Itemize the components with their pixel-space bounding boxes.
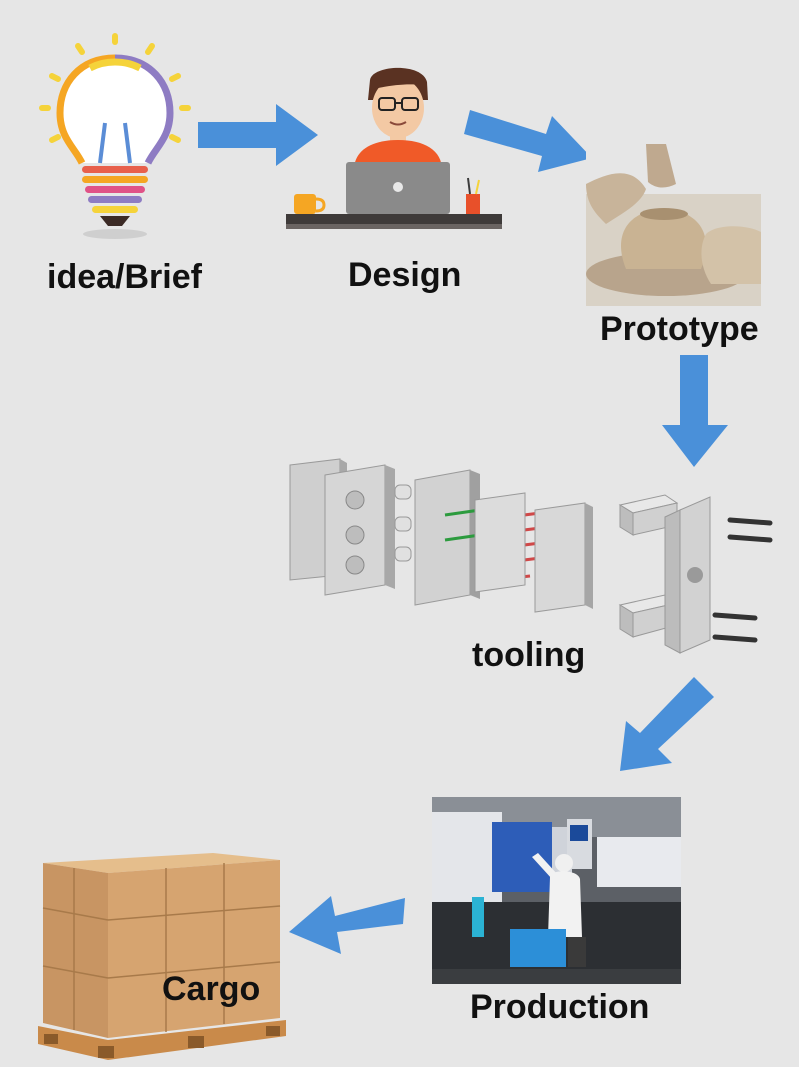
arrow-down-icon	[662, 355, 728, 467]
arrow-down-left-icon	[620, 677, 714, 771]
exploded-mold-icon	[289, 458, 773, 654]
idea-label: idea/Brief	[47, 258, 202, 296]
arrow-down-right-icon	[464, 110, 592, 172]
injection-molding-machine-photo	[432, 797, 681, 984]
design-label: Design	[348, 256, 462, 294]
prototype-label: Prototype	[600, 310, 759, 348]
boxes-on-pallet-icon	[38, 853, 286, 1060]
tooling-label: tooling	[472, 636, 586, 674]
arrow-left-icon	[289, 896, 405, 954]
production-label: Production	[470, 988, 650, 1026]
pottery-wheel-photo	[586, 144, 761, 306]
cargo-label: Cargo	[162, 970, 261, 1008]
lightbulb-icon	[39, 33, 191, 239]
arrow-right-icon	[198, 104, 318, 166]
designer-at-laptop-icon	[286, 67, 502, 229]
